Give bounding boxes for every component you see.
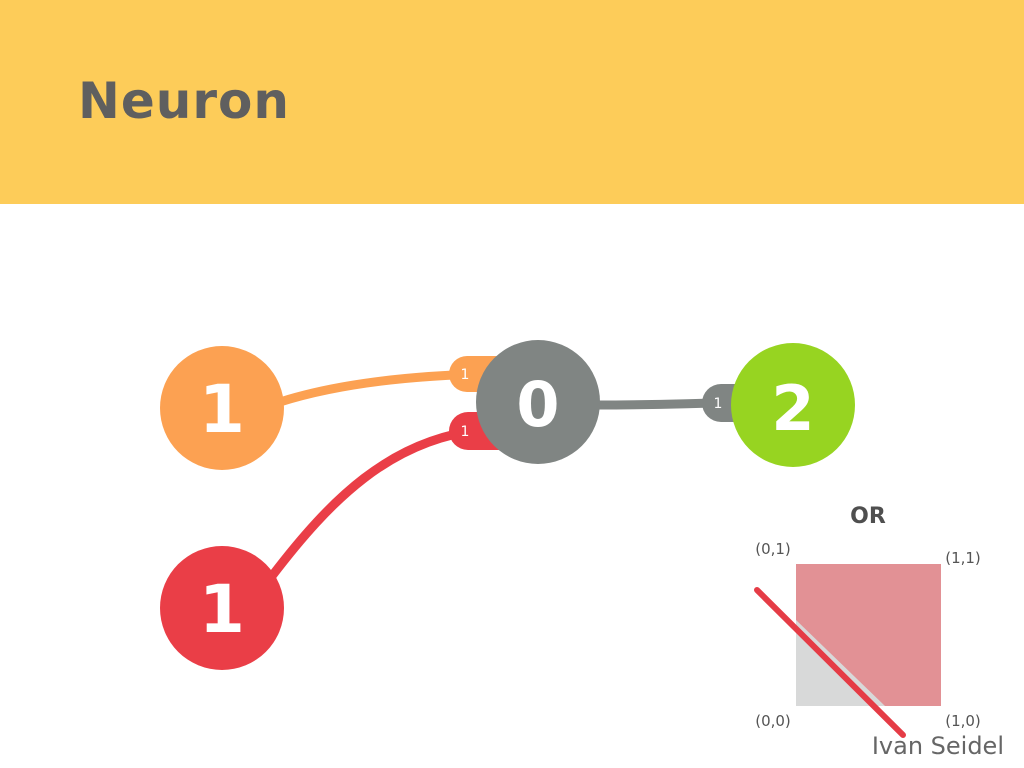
slide-title: Neuron [78,72,290,130]
or-decision-plot: OR (0,1) (1,1) (0,0) (1,0) [754,504,981,738]
input-neuron-b-value: 1 [199,571,245,648]
or-plot-corner-top-left: (0,1) [755,540,791,558]
connection-input-b-to-hidden [267,425,485,581]
input-neuron-a-value: 1 [199,371,245,448]
weight-label-input-b: 1 [461,424,470,440]
input-neuron-b: 1 [160,546,284,670]
weight-label-output: 1 [714,396,723,412]
hidden-neuron: 0 [476,340,600,464]
output-neuron-value: 2 [771,372,814,445]
header-banner: Neuron [0,0,1024,204]
output-neuron: 2 [731,343,855,467]
or-plot-decision-boundary [754,587,906,738]
or-plot-corner-bottom-left: (0,0) [755,712,791,730]
or-plot-title: OR [850,504,886,529]
or-plot-corner-bottom-right: (1,0) [945,712,981,730]
input-neuron-a: 1 [160,346,284,470]
or-plot-true-region [796,564,941,706]
or-plot-corner-top-right: (1,1) [945,549,981,567]
author-credit: Ivan Seidel [871,732,1004,760]
hidden-neuron-value: 0 [516,368,559,441]
weight-label-input-a: 1 [461,367,470,383]
